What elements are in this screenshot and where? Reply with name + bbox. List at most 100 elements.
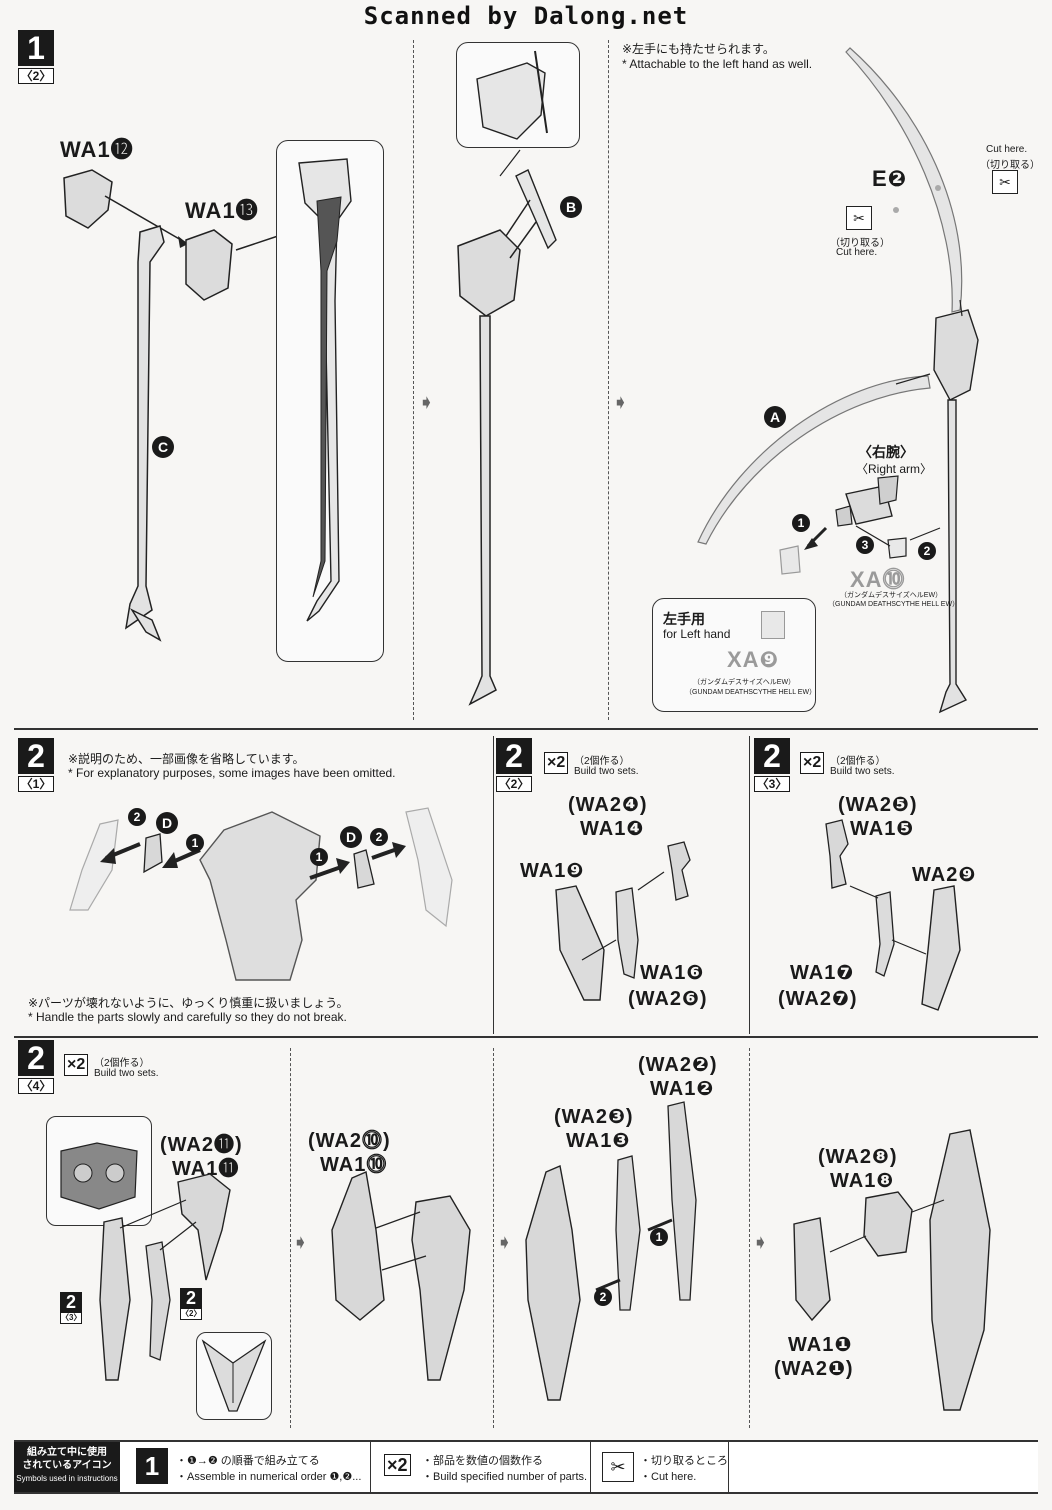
part-label-d: D [340,826,362,848]
step-1-sub: 〈2〉 [18,68,54,84]
divider-step2-4-c [749,1048,750,1428]
label-wa1-1: WA1❶ [788,1334,853,1356]
label-wa2-10: (WA2⓾) [308,1130,391,1152]
arrow-icon: ➧ [612,392,629,414]
part-label-xa10: XA⓾ [850,567,906,592]
label-wa2-5: (WA2❺) [838,794,918,816]
label-wa2-4: (WA2❹) [568,794,648,816]
divider-step1-bottom [14,728,1038,730]
right-arm-en: 〈Right arm〉 [856,462,933,476]
build-two-icon: ×2 [800,752,825,774]
build-two-jp: （2個作る） [94,1058,150,1069]
step1-detail-callout [276,140,384,662]
arrow-icon: ➧ [418,392,435,414]
xa10-jp: （ガンダムデスサイズヘルEW） [840,592,943,599]
note-left-hand-jp: ※左手にも持たせられます。 [622,42,775,56]
legend-count-en: ・Build specified number of parts. [422,1471,588,1483]
label-wa2-1: (WA2❶) [774,1358,854,1380]
arrow-icon: ➧ [292,1232,309,1254]
xa10-en: （GUNDAM DEATHSCYTHE HELL EW） [828,601,960,608]
label-wa1-9: WA1❾ [520,860,585,882]
cut-here-jp-2: （切り取る） [830,238,890,249]
legend-head-jp-1: 組み立て中に使用 [27,1447,107,1458]
divider-step2-a [493,736,494,1034]
cut-icon: ✂ [602,1452,634,1482]
part-label-d: D [156,812,178,834]
assemble-order-icon: 1 [136,1448,168,1484]
label-wa1-6: WA1❻ [640,962,705,984]
label-wa1-10: WA1⓾ [320,1154,388,1176]
order-2: 2 [128,808,146,826]
build-count-icon: ×2 [384,1454,411,1476]
part-label-a: A [764,406,786,428]
note-omitted-en: * For explanatory purposes, some images … [68,766,396,780]
label-wa1-11: WA1⓫ [172,1158,240,1180]
left-hand-callout: 左手用 for Left hand XA❾ （ガンダムデスサイズヘルEW） （G… [652,598,816,712]
legend-order-jp: ・❶→❷ の順番で組み立てる [176,1455,320,1467]
ref-step-2-2-number: 2 [180,1288,202,1308]
detail-callout [46,1116,152,1226]
step-2-1-sub: 〈1〉 [18,776,54,792]
build-two-jp: （2個作る） [574,756,630,767]
label-wa1-7: WA1❼ [790,962,855,984]
ref-step-2-3-number: 2 [60,1292,82,1312]
divider-step2-4-b [493,1048,494,1428]
symbols-legend: 組み立て中に使用 されているアイコン Symbols used in instr… [14,1440,1038,1494]
ref-step-2-2-sub: 〈2〉 [180,1308,202,1320]
step1-blade-callout [456,42,580,148]
label-wa1-8: WA1❽ [830,1170,895,1192]
left-hand-en: for Left hand [663,627,731,641]
part-label-xa9: XA❾ [727,647,780,672]
right-arm-jp: 〈右腕〉 [858,444,914,460]
label-wa2-6: (WA2❻) [628,988,708,1010]
divider-step1-a [413,40,414,720]
cut-here-en-2: Cut here. [836,247,878,258]
step-2-4-sub: 〈4〉 [18,1078,54,1094]
legend-divider [590,1442,591,1492]
label-wa2-11: (WA2⓫) [160,1134,243,1156]
step-2-3-sub: 〈3〉 [754,776,790,792]
xa9-en: （GUNDAM DEATHSCYTHE HELL EW） [685,689,817,696]
step-1-number: 1 [18,30,54,66]
legend-head-en: Symbols used in instructions [16,1474,118,1483]
part-label-b: B [560,196,582,218]
label-wa1-3: WA1❸ [566,1130,631,1152]
label-wa2-7: (WA2❼) [778,988,858,1010]
note-careful-en: * Handle the parts slowly and carefully … [28,1010,347,1024]
label-wa2-2: (WA2❷) [638,1054,718,1076]
divider-step2-bottom [14,1036,1038,1038]
cut-here-en: Cut here. [986,144,1028,155]
blade-detail-drawing [476,50,548,140]
build-two-icon: ×2 [544,752,569,774]
detail-drawing [60,1142,138,1210]
xa9-jp: （ガンダムデスサイズヘルEW） [693,679,796,686]
order-1: 1 [310,848,328,866]
detail-drawing [201,1339,267,1412]
order-1: 1 [792,514,810,532]
part-label-c: C [152,436,174,458]
arrow-icon: ➧ [496,1232,513,1254]
build-two-en: Build two sets. [574,766,639,777]
left-hand-jp: 左手用 [663,611,705,627]
note-omitted-jp: ※説明のため、一部画像を省略しています。 [68,752,305,766]
cut-icon: ✂ [846,206,872,230]
legend-count-jp: ・部品を数値の個数作る [422,1455,543,1467]
legend-order-en: ・Assemble in numerical order ❶,❷... [176,1471,362,1483]
watermark: Scanned by Dalong.net [363,2,689,30]
order-2: 2 [594,1288,612,1306]
detail-callout [196,1332,272,1420]
legend-cut-en: ・Cut here. [640,1471,697,1483]
cut-here-jp: （切り取る） [980,160,1040,171]
part-label-wa1-12: WA1⓬ [60,137,134,162]
left-hand-part-icon [761,611,785,639]
legend-header: 組み立て中に使用 されているアイコン Symbols used in instr… [14,1442,120,1492]
legend-cut-jp: ・切り取るところ [640,1455,728,1467]
legend-divider [728,1442,729,1492]
divider-step2-b [749,736,750,1034]
